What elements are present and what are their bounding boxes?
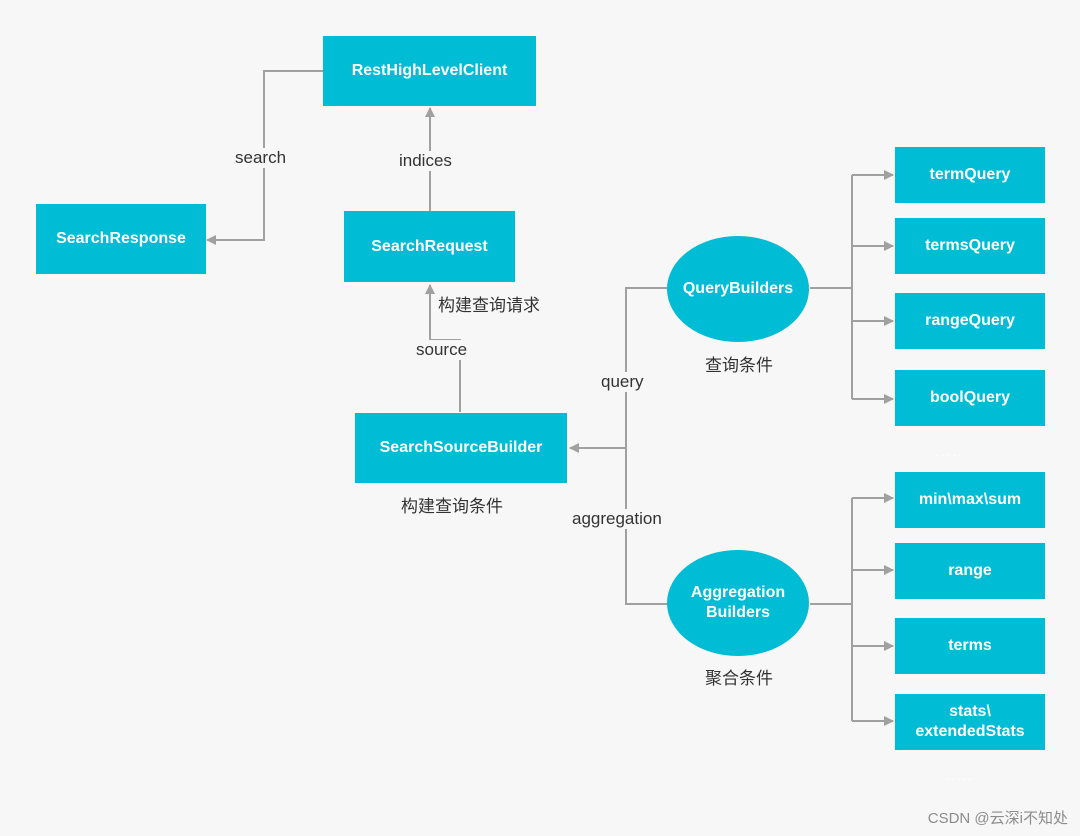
node-min-max-sum: min\max\sum	[895, 472, 1045, 528]
node-search-request: SearchRequest	[344, 211, 515, 282]
edge-label-aggregation: aggregation	[572, 509, 662, 529]
node-aggregation-builders: Aggregation Builders	[667, 550, 809, 656]
node-bool-query: boolQuery	[895, 370, 1045, 426]
watermark: CSDN @云深i不知处	[927, 810, 1068, 827]
edge-label-search: search	[235, 148, 287, 168]
edge-label-query: query	[601, 372, 644, 392]
edge-label-indices: indices	[399, 151, 452, 171]
ellipsis-dots-query: ·····	[935, 446, 964, 462]
caption-aggregation-conditions: 聚合条件	[705, 669, 773, 688]
ellipsis-dots-aggregation: ·····	[945, 770, 974, 786]
edge-aggregation	[625, 448, 668, 605]
node-terms: terms	[895, 618, 1045, 674]
edge-query	[625, 287, 668, 448]
node-query-builders: QueryBuilders	[667, 236, 809, 342]
node-range-query: rangeQuery	[895, 293, 1045, 349]
node-range: range	[895, 543, 1045, 599]
node-search-source-builder: SearchSourceBuilder	[355, 413, 567, 483]
node-terms-query: termsQuery	[895, 218, 1045, 274]
edge-label-build-request: 构建查询请求	[438, 296, 540, 315]
caption-query-conditions: 查询条件	[705, 356, 773, 375]
edge-label-source: source	[416, 340, 468, 360]
node-term-query: termQuery	[895, 147, 1045, 203]
node-search-response: SearchResponse	[36, 204, 206, 274]
node-stats-extended-stats: stats\ extendedStats	[895, 694, 1045, 750]
node-rest-high-level-client: RestHighLevelClient	[323, 36, 536, 106]
caption-build-conditions: 构建查询条件	[401, 497, 503, 516]
